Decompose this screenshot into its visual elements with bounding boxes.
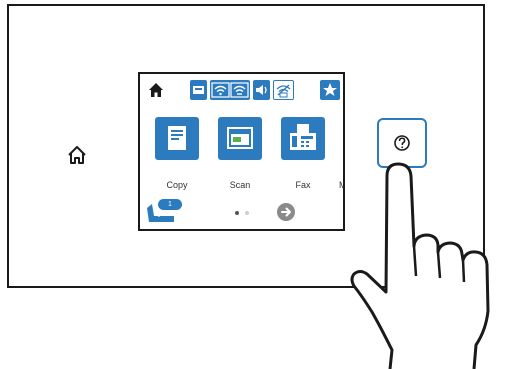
fax-icon xyxy=(281,117,325,160)
scan-icon xyxy=(218,117,262,160)
sound-icon xyxy=(253,80,270,100)
app-copy-label: Copy xyxy=(152,180,202,190)
app-fax-label: Fax xyxy=(278,180,328,190)
fax-count-badge: 1 xyxy=(158,199,182,210)
copy-icon xyxy=(155,117,199,160)
home-outline-icon xyxy=(66,144,88,166)
pointing-hand-icon xyxy=(330,148,510,369)
app-fax[interactable] xyxy=(281,117,325,160)
page-indicator xyxy=(245,211,249,215)
app-scan-label: Scan xyxy=(215,180,265,190)
favorites-button[interactable] xyxy=(320,80,340,100)
arrow-right-icon xyxy=(277,203,295,221)
home-button[interactable] xyxy=(66,144,88,166)
wifi-icon xyxy=(210,80,250,100)
lcd-screen: Copy Scan Fax M 1 xyxy=(138,72,345,231)
wireless-off-status[interactable] xyxy=(273,80,294,100)
app-scan[interactable] xyxy=(218,117,262,160)
no-wireless-icon xyxy=(274,81,293,99)
star-icon xyxy=(320,80,340,100)
home-icon xyxy=(148,82,164,98)
network-status[interactable] xyxy=(210,80,250,100)
sound-status[interactable] xyxy=(253,80,270,100)
app-copy[interactable] xyxy=(155,117,199,160)
paper-status[interactable] xyxy=(190,80,207,100)
paper-icon xyxy=(190,80,207,100)
next-page-button[interactable] xyxy=(277,203,295,221)
screen-home-button[interactable] xyxy=(148,82,164,98)
page-indicator-active xyxy=(235,211,239,215)
